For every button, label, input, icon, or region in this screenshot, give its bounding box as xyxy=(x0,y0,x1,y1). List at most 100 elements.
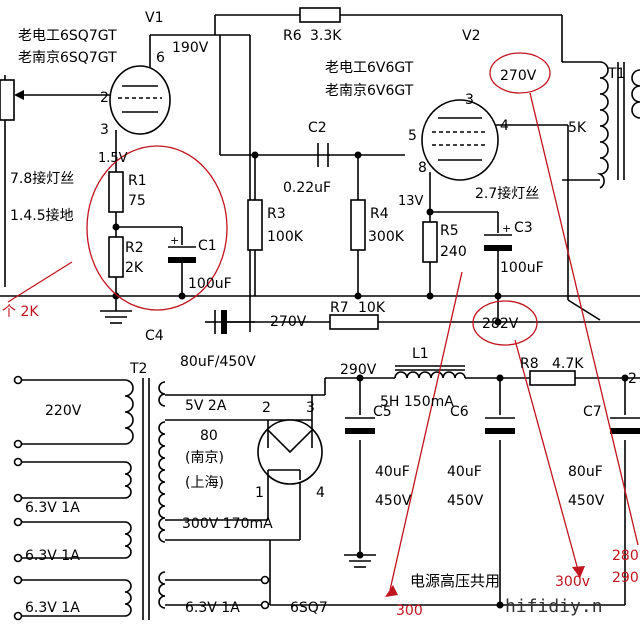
v1-model-b: 老南京6SQ7GT xyxy=(18,50,117,66)
rect-pin-1: 1 xyxy=(255,485,264,501)
rect-type: 80 xyxy=(200,428,218,444)
c5-ref: C5 xyxy=(373,404,392,420)
v2-ref: V2 xyxy=(462,28,480,44)
r2-ref: R2 xyxy=(125,240,144,256)
c1-symbol xyxy=(168,246,196,263)
r2-body xyxy=(108,236,124,278)
c4-symbol xyxy=(205,310,255,334)
l1-inductor xyxy=(394,365,466,379)
c6-voltage: 450V xyxy=(447,493,484,509)
ann-290: 290 xyxy=(612,570,639,586)
v2-pin-cathode: 8 xyxy=(418,160,427,176)
volume-pot-body xyxy=(0,79,15,121)
edge-label-2: 2 xyxy=(628,371,637,387)
r1-body xyxy=(108,171,124,213)
t2-sec-fil-c: 6.3V 1A xyxy=(25,600,80,616)
t1-ref: T1 xyxy=(607,66,625,82)
c7-symbol xyxy=(610,417,640,434)
v2-heater-note: 2.7接灯丝 xyxy=(475,185,539,202)
r8-ref: R8 xyxy=(520,356,539,372)
v1-ref: V1 xyxy=(145,10,163,26)
ground-symbol-psu xyxy=(344,554,376,568)
node-270-mid: 270V xyxy=(270,314,307,330)
rect-pin-3: 3 xyxy=(306,400,315,416)
v1-pin-plate: 6 xyxy=(156,50,165,66)
ann-300v-right: 300v xyxy=(555,574,590,590)
t2-sec-fil-d-note: 6SQ7 xyxy=(290,600,328,616)
r1-ref: R1 xyxy=(128,173,147,189)
pot-2k-note: 个 2K xyxy=(2,304,39,320)
l1-ref: L1 xyxy=(412,346,429,362)
c5-voltage: 450V xyxy=(375,493,412,509)
c6-value: 40uF xyxy=(447,464,482,480)
c5-symbol xyxy=(345,417,375,434)
c2-value: 0.22uF xyxy=(283,180,331,196)
circle-282v xyxy=(472,300,538,346)
ann-280: 280 xyxy=(612,548,639,564)
node-270-top: 270V xyxy=(500,68,537,84)
c6-symbol xyxy=(485,417,515,434)
v1-model-a: 老电工6SQ7GT xyxy=(18,28,117,44)
rect-pin-4: 4 xyxy=(316,485,325,501)
rect-pin-2: 2 xyxy=(262,400,271,416)
c1-ref: C1 xyxy=(198,238,217,254)
r2-value: 2K xyxy=(125,260,144,276)
c4-ref: C4 xyxy=(145,328,164,344)
r5-ref: R5 xyxy=(440,223,459,239)
r7-value: 10K xyxy=(358,300,386,316)
c7-ref: C7 xyxy=(583,404,602,420)
pot-wiper-arrow xyxy=(14,90,24,100)
t1-impedance: 5K xyxy=(568,120,587,136)
wires xyxy=(0,14,640,606)
circle-270v xyxy=(489,52,551,94)
v1-tube xyxy=(109,65,171,135)
v2-pin-grid: 5 xyxy=(408,128,417,144)
r4-body xyxy=(350,199,366,251)
labels: V1 老电工6SQ7GT 老南京6SQ7GT 190V 6 2 3 1.5V 7… xyxy=(2,10,639,619)
r4-ref: R4 xyxy=(370,206,389,222)
c4-value: 80uF/450V xyxy=(180,354,256,370)
r5-value: 240 xyxy=(440,244,467,260)
rectifier-tube-80 xyxy=(257,419,323,485)
r4-value: 300K xyxy=(368,229,405,245)
v1-heater-note: 7.8接灯丝 xyxy=(10,170,74,187)
t2-sec-fil-b: 6.3V 1A xyxy=(25,548,80,564)
v1-plate-voltage: 190V xyxy=(172,40,209,56)
circle-v1-cathode xyxy=(86,145,228,311)
node-282: 282V xyxy=(482,316,519,332)
r7-ref: R7 xyxy=(330,300,349,316)
t2-transformer xyxy=(20,378,166,620)
t2-primary: 220V xyxy=(45,403,82,419)
t2-terminals xyxy=(13,375,270,621)
r8-body xyxy=(529,370,576,386)
v1-pin-cathode: 3 xyxy=(100,122,109,138)
t2-ref: T2 xyxy=(129,361,147,377)
red-annotations xyxy=(7,52,639,597)
c7-value: 80uF xyxy=(568,464,603,480)
v1-pin-grid: 2 xyxy=(100,90,109,106)
c3-plus: + xyxy=(502,222,511,235)
node-290: 290V xyxy=(340,362,377,378)
c3-value: 100uF xyxy=(500,260,544,276)
v2-pin-screen: 4 xyxy=(500,118,509,134)
watermark: hifidiy.n xyxy=(505,596,603,617)
c7-voltage: 450V xyxy=(568,493,605,509)
c1-plus: + xyxy=(170,234,179,247)
c3-ref: C3 xyxy=(514,220,533,236)
r6-value: 3.3K xyxy=(310,28,342,44)
r5-body xyxy=(422,221,438,263)
v2-model-b: 老南京6V6GT xyxy=(325,83,414,99)
t2-sec-fil-a: 6.3V 1A xyxy=(25,500,80,516)
r3-body xyxy=(247,199,263,251)
junction-dots xyxy=(112,151,629,609)
hv-shared-note: 电源高压共用 xyxy=(410,572,500,590)
l1-value: 5H 150mA xyxy=(380,394,454,410)
v2-model-a: 老电工6V6GT xyxy=(325,60,414,76)
rect-maker-b: (上海) xyxy=(185,475,224,491)
t2-sec-hv: 300V 170mA xyxy=(182,516,273,532)
c2-symbol xyxy=(317,143,329,167)
v2-tube xyxy=(421,99,499,181)
r3-value: 100K xyxy=(267,229,304,245)
rect-maker-a: (南京) xyxy=(185,450,224,466)
